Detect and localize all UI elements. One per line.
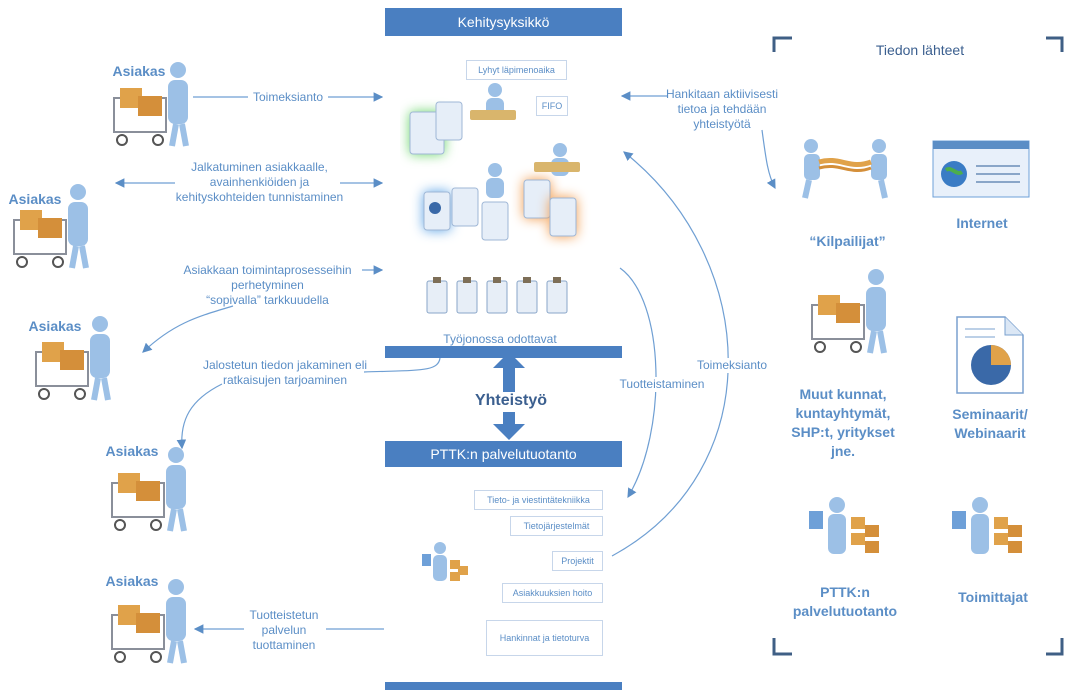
collab-arrow-up	[493, 352, 525, 392]
tag-fifo: FIFO	[536, 96, 568, 116]
line-jakaminen	[363, 357, 441, 373]
service-ict: Tieto- ja viestintätekniikka	[474, 490, 603, 510]
arrow-hankitaan-down	[761, 129, 776, 190]
source-pttk: PTTK:n palvelutuotanto	[792, 584, 898, 619]
flow-toimeksianto-right: Toimeksianto	[690, 358, 774, 373]
collaboration-label: Yhteistyö	[474, 392, 547, 409]
service-accounts: Asiakkuuksien hoito	[502, 583, 603, 603]
queue-label: Työjonossa odottavat	[443, 332, 557, 346]
arrow-jakaminen-down	[176, 383, 223, 450]
bracket-top-left	[772, 36, 792, 52]
competitors-icon	[795, 130, 895, 200]
customer-cart-icon-2	[10, 180, 102, 275]
development-unit-title: Kehitysyksikkö	[385, 8, 622, 36]
flow-jakaminen: Jalostetun tiedon jakaminen eli ratkaisu…	[202, 358, 368, 387]
arrow-tuotteistaminen	[619, 267, 657, 499]
customer-cart-icon-4	[108, 443, 200, 538]
tag-short-lead-time: Lyhyt läpimenoaika	[466, 60, 567, 80]
customer-label-2: Asiakas	[8, 191, 62, 207]
development-team-icon	[400, 80, 630, 250]
sources-title: Tiedon lähteet	[875, 42, 965, 58]
customer-label-5: Asiakas	[105, 573, 159, 589]
flow-tuottaminen: Tuotteistetun palvelun tuottaminen	[249, 608, 319, 652]
bracket-bottom-left	[772, 638, 792, 656]
flow-hankitaan: Hankitaan aktiivisesti tietoa ja tehdään…	[665, 87, 779, 131]
production-base	[385, 682, 622, 690]
other-orgs-icon	[808, 265, 900, 360]
bracket-bottom-right	[1046, 638, 1064, 656]
collab-arrow-down	[493, 412, 525, 440]
service-procurement: Hankinnat ja tietoturva	[486, 620, 603, 656]
customer-label-4: Asiakas	[105, 443, 159, 459]
development-unit-base	[385, 346, 622, 358]
source-seminars: Seminaarit/ Webinaarit	[952, 406, 1028, 441]
bracket-top-right	[1046, 36, 1064, 52]
production-title: PTTK:n palvelutuotanto	[385, 441, 622, 467]
service-systems: Tietojärjestelmät	[510, 516, 603, 536]
customer-cart-icon-5	[108, 575, 200, 670]
customer-cart-icon-3	[32, 312, 124, 407]
source-competitors: “Kilpailijat”	[809, 233, 886, 249]
service-projects: Projektit	[552, 551, 603, 571]
suppliers-icon	[948, 495, 1028, 565]
customer-label-3: Asiakas	[28, 318, 82, 334]
customer-label-1: Asiakas	[112, 63, 166, 79]
source-suppliers: Toimittajat	[958, 589, 1028, 605]
production-worker-icon	[420, 540, 470, 585]
flow-jalkautuminen: Jalkatuminen asiakkaalle, avainhenkiöide…	[175, 160, 344, 204]
arrow-pereh-down	[142, 305, 234, 353]
flow-perehtyminen: Asiakkaan toimintaprosesseihin perhetymi…	[183, 263, 352, 307]
pttk-production-icon	[805, 495, 885, 565]
source-internet: Internet	[956, 215, 1008, 231]
internet-icon	[932, 140, 1032, 198]
queue-clipboards	[425, 275, 575, 320]
customer-cart-icon-1	[110, 58, 202, 153]
seminars-icon	[955, 315, 1025, 395]
source-other-orgs: Muut kunnat, kuntayhtymät, SHP:t, yrityk…	[791, 386, 895, 459]
flow-toimeksianto-left: Toimeksianto	[252, 90, 324, 104]
flow-tuotteistaminen: Tuotteistaminen	[612, 377, 712, 392]
